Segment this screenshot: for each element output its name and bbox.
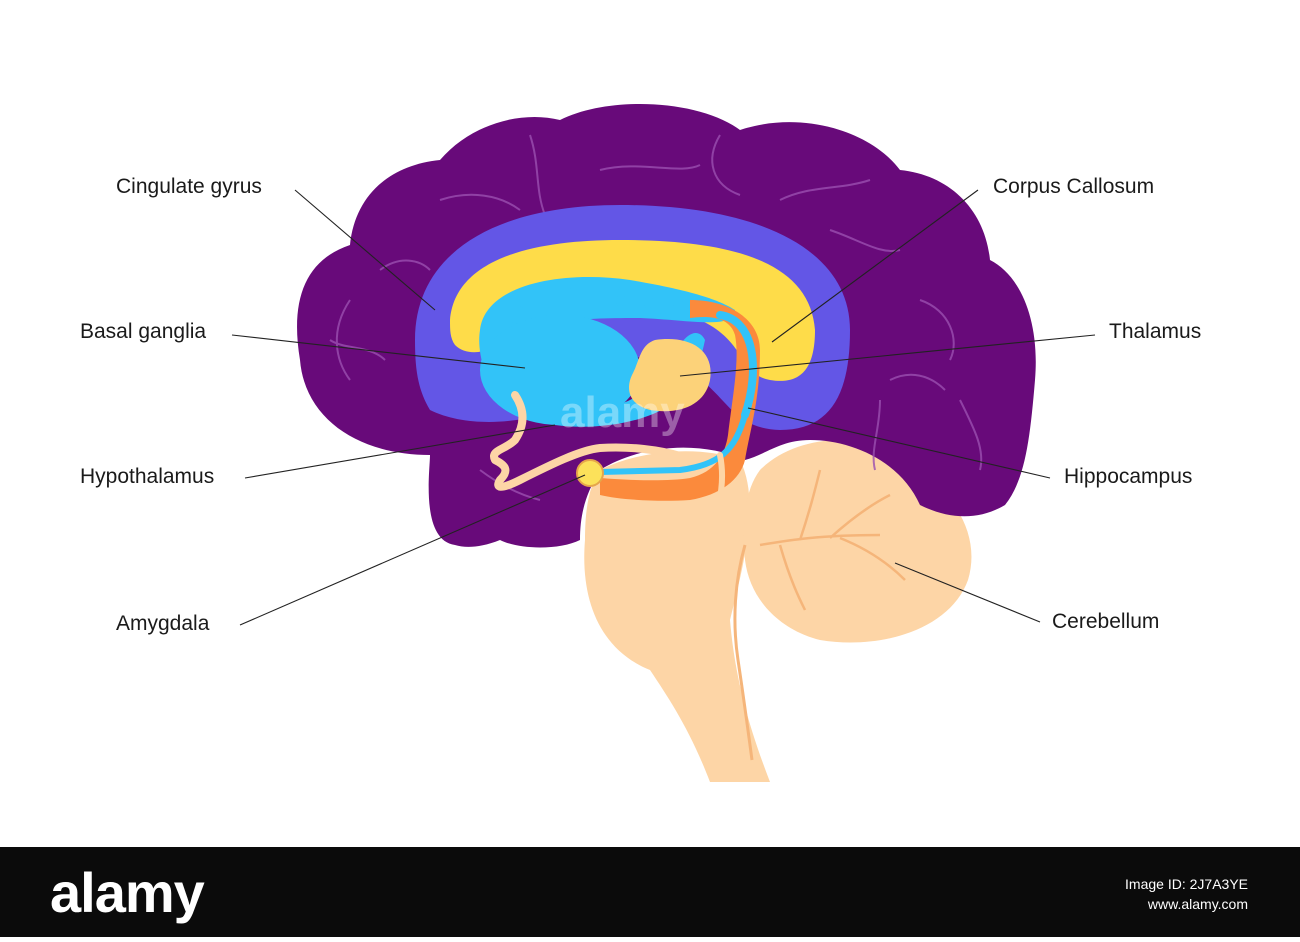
leader-corpus-callosum <box>771 189 979 343</box>
leader-cingulate-gyrus <box>294 189 436 311</box>
hypothalamus <box>490 391 748 543</box>
corpus-callosum <box>450 240 815 381</box>
leader-basal-ganglia <box>231 334 526 369</box>
label-corpus-callosum: Corpus Callosum <box>993 175 1155 198</box>
label-cerebellum: Cerebellum <box>1052 610 1160 633</box>
footer-bar <box>0 847 1300 937</box>
label-basal-ganglia: Basal ganglia <box>80 320 207 343</box>
label-amygdala: Amygdala <box>116 612 210 635</box>
watermark: alamy <box>560 388 685 437</box>
image-id: Image ID: 2J7A3YE <box>1125 876 1248 892</box>
leader-cerebellum <box>894 562 1041 623</box>
footer-logo: alamy <box>50 861 205 924</box>
footer-caption: Image ID: 2J7A3YE www.alamy.com <box>1125 874 1248 914</box>
label-hypothalamus: Hypothalamus <box>80 465 215 488</box>
label-hippocampus: Hippocampus <box>1064 465 1193 488</box>
brainstem <box>584 451 770 782</box>
thalamus <box>629 339 711 412</box>
leader-hypothalamus <box>244 424 556 479</box>
label-thalamus: Thalamus <box>1109 320 1202 343</box>
leader-hippocampus <box>747 407 1051 479</box>
site-url: www.alamy.com <box>1147 896 1248 912</box>
leader-lines <box>231 189 1096 626</box>
leader-thalamus <box>679 334 1096 377</box>
label-cingulate-gyrus: Cingulate gyrus <box>116 175 262 198</box>
leader-amygdala <box>239 474 586 626</box>
amygdala <box>576 459 604 487</box>
